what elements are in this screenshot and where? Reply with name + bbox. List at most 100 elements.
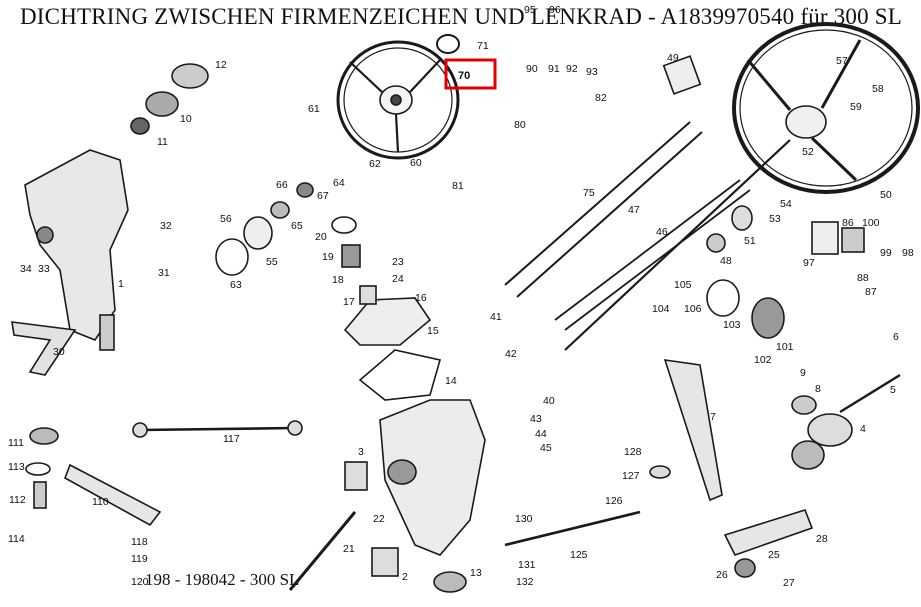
- part-label-21: 21: [343, 543, 355, 555]
- part-label-102: 102: [754, 354, 772, 366]
- part-label-14: 14: [445, 375, 457, 387]
- part-label-45: 45: [540, 442, 552, 454]
- part-label-22: 22: [373, 513, 385, 525]
- part-label-126: 126: [605, 495, 623, 507]
- part-label-50: 50: [880, 189, 892, 201]
- part-label-23: 23: [392, 256, 404, 268]
- part-label-92: 92: [566, 63, 578, 75]
- part-label-62: 62: [369, 158, 381, 170]
- part-label-64: 64: [333, 177, 345, 189]
- part-label-57: 57: [836, 55, 848, 67]
- part-label-41: 41: [490, 311, 502, 323]
- steering-column-tubes: [504, 121, 791, 351]
- part-label-117: 117: [223, 433, 240, 445]
- part-label-75: 75: [583, 187, 595, 199]
- part-label-47: 47: [628, 204, 640, 216]
- part-label-44: 44: [535, 428, 547, 440]
- part-label-81: 81: [452, 180, 464, 192]
- part-label-82: 82: [595, 92, 607, 104]
- part-label-13: 13: [470, 567, 482, 579]
- part-label-55: 55: [266, 256, 278, 268]
- part-label-112: 112: [9, 494, 26, 506]
- drop-arm-7: [663, 359, 723, 502]
- part-label-30: 30: [53, 346, 65, 358]
- part-label-51: 51: [744, 235, 756, 247]
- part-label-16: 16: [415, 292, 427, 304]
- part-label-12: 12: [215, 59, 227, 71]
- part-label-46: 46: [656, 226, 668, 238]
- part-label-40: 40: [543, 395, 555, 407]
- part-label-3: 3: [358, 446, 364, 458]
- part-label-103: 103: [723, 319, 741, 331]
- part-label-20: 20: [315, 231, 327, 243]
- part-label-56: 56: [220, 213, 232, 225]
- part-label-53: 53: [769, 213, 781, 225]
- part-label-97: 97: [803, 257, 815, 269]
- part-label-86: 86: [842, 217, 854, 229]
- part-label-125: 125: [570, 549, 588, 561]
- part-label-33: 33: [38, 263, 50, 275]
- part-label-130: 130: [515, 513, 533, 525]
- part-label-106: 106: [684, 303, 702, 315]
- part-label-1: 1: [118, 278, 124, 290]
- part-label-95: 95: [524, 4, 536, 16]
- part-label-96: 96: [549, 4, 561, 16]
- tie-rod-125: [504, 510, 641, 547]
- part-label-4: 4: [860, 423, 866, 435]
- pitman-arm-30: [11, 321, 77, 376]
- part-label-5: 5: [890, 384, 896, 396]
- part-label-59: 59: [850, 101, 862, 113]
- part-label-60: 60: [410, 157, 422, 169]
- part-label-52: 52: [802, 146, 814, 158]
- part-label-42: 42: [505, 348, 517, 360]
- part-label-65: 65: [291, 220, 303, 232]
- part-label-67: 67: [317, 190, 329, 202]
- part-label-63: 63: [230, 279, 242, 291]
- part-label-18: 18: [332, 274, 344, 286]
- part-label-80: 80: [514, 119, 526, 131]
- part-label-110: 110: [92, 496, 109, 508]
- part-label-131: 131: [518, 559, 536, 571]
- part-label-87: 87: [865, 286, 877, 298]
- part-label-7: 7: [710, 411, 716, 423]
- model-footer: 198 - 198042 - 300 SL: [145, 570, 300, 589]
- part-label-91: 91: [548, 63, 560, 75]
- part-label-71: 71: [477, 40, 489, 52]
- part-label-90: 90: [526, 63, 538, 75]
- part-label-27: 27: [783, 577, 795, 589]
- part-label-111: 111: [8, 437, 24, 449]
- part-label-26: 26: [716, 569, 728, 581]
- steering-wheel-large: [732, 22, 920, 194]
- part-label-49: 49: [667, 52, 679, 64]
- part-label-15: 15: [427, 325, 439, 337]
- part-label-31: 31: [158, 267, 170, 279]
- page-title: DICHTRING ZWISCHEN FIRMENZEICHEN UND LEN…: [20, 4, 902, 29]
- part-label-28: 28: [816, 533, 828, 545]
- steering-gearbox: [24, 149, 129, 351]
- tie-rod-117: [139, 426, 296, 432]
- part-label-113: 113: [8, 461, 25, 473]
- steering-wheel-small: [336, 40, 460, 160]
- part-label-58: 58: [872, 83, 884, 95]
- part-label-9: 9: [800, 367, 806, 379]
- part-label-93: 93: [586, 66, 598, 78]
- part-label-127: 127: [622, 470, 640, 482]
- part-label-101: 101: [776, 341, 794, 353]
- part-label-43: 43: [530, 413, 542, 425]
- part-label-10: 10: [180, 113, 192, 125]
- part-label-61: 61: [308, 103, 320, 115]
- link-25: [723, 509, 814, 556]
- part-label-32: 32: [160, 220, 172, 232]
- part-label-114: 114: [8, 533, 25, 545]
- shaft-21: [288, 511, 357, 591]
- part-label-17: 17: [343, 296, 355, 308]
- part-label-66: 66: [276, 179, 288, 191]
- part-label-2: 2: [402, 571, 408, 583]
- part-label-118: 118: [131, 536, 148, 548]
- part-label-70: 70: [458, 70, 470, 82]
- highlight-box: [444, 58, 497, 90]
- part-label-132: 132: [516, 576, 534, 588]
- seal-ring-71: [436, 34, 460, 54]
- part-label-100: 100: [862, 217, 880, 229]
